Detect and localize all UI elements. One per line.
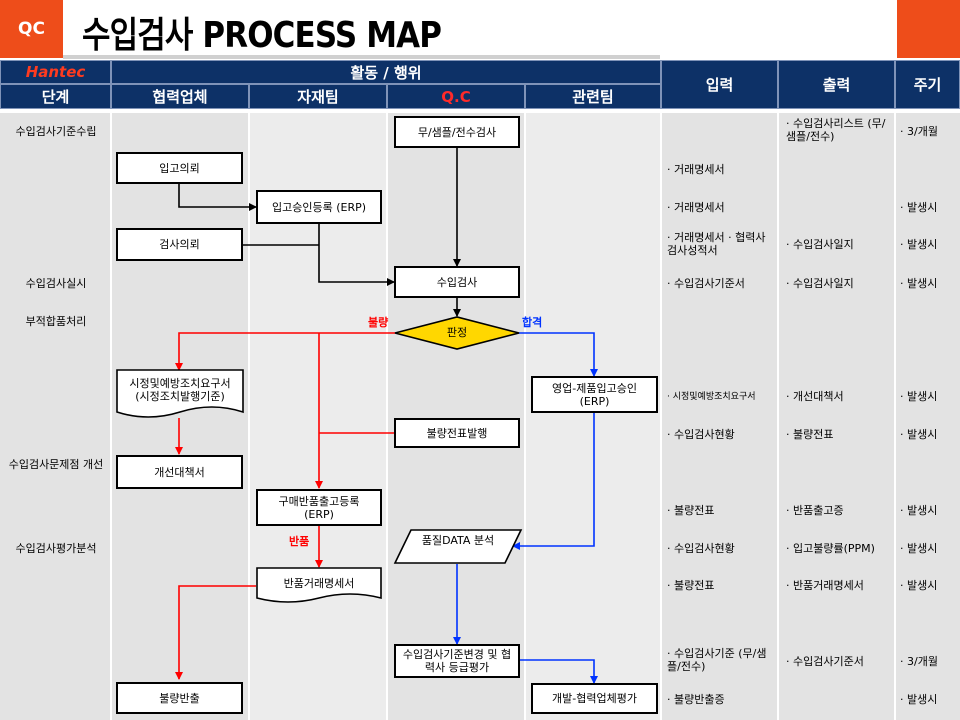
col-qc: Q.C <box>387 84 525 109</box>
receive-approval-box: 입고승인등록 (ERP) <box>256 190 382 224</box>
output-row-5: · 수입검사일지 <box>786 277 854 290</box>
input-row-8: · 불량전표 <box>667 504 715 517</box>
incoming-inspection-box: 수입검사 <box>394 266 520 298</box>
cycle-row-5: · 발생시 <box>900 277 938 290</box>
inspect-request-box: 검사의뢰 <box>116 228 243 261</box>
standard-change-box: 수입검사기준변경 및 협력사 등급평가 <box>394 644 520 678</box>
receive-request-box: 입고의뢰 <box>116 152 243 184</box>
col-output: 출력 <box>778 60 895 109</box>
input-row-11: · 수입검사기준 (무/샘플/전수) <box>667 647 767 673</box>
output-row-9: · 입고불량률(PPM) <box>786 542 875 555</box>
cycle-row-12: · 발생시 <box>900 693 938 706</box>
arrow-statement-to-defect-return <box>175 585 256 680</box>
cycle-row-7: · 발생시 <box>900 428 938 441</box>
lane-stage <box>0 113 110 720</box>
col-cycle: 주기 <box>895 60 960 109</box>
judgment-label: 판정 <box>446 326 468 339</box>
output-row-6: · 개선대책서 <box>786 390 844 403</box>
purchase-return-box: 구매반품출고등록 (ERP) <box>256 489 382 526</box>
output-row-1: · 수입검사리스트 (무/샘플/전수) <box>786 117 886 143</box>
stage-nonconforming: 부적합품처리 <box>25 315 87 328</box>
input-row-2: · 거래명세서 <box>667 163 725 176</box>
input-row-4: · 거래명세서 · 협력사검사성적서 <box>667 231 766 257</box>
quality-data-shape <box>393 529 523 564</box>
stage-standard: 수입검사기준수립 <box>15 125 97 138</box>
cycle-row-9: · 발생시 <box>900 542 938 555</box>
lane-qc <box>388 113 524 720</box>
company-logo: Hantec <box>0 60 111 84</box>
output-row-10: · 반품거래명세서 <box>786 579 864 592</box>
improvement-plan-box: 개선대책서 <box>116 455 243 489</box>
corrective-doc-shape <box>116 369 244 418</box>
defect-slip-box: 불량전표발행 <box>394 418 520 448</box>
cycle-row-6: · 발생시 <box>900 390 938 403</box>
lane-output <box>779 113 894 720</box>
input-row-5: · 수입검사기준서 <box>667 277 745 290</box>
return-statement-label: 반품거래명세서 <box>283 577 355 590</box>
arrow-pass-to-sales <box>519 332 598 377</box>
col-input: 입력 <box>661 60 778 109</box>
corrective-request-label: 시정및예방조치요구서 (시정조치발행기준) <box>129 377 231 403</box>
accent-block <box>897 0 960 58</box>
cycle-row-3: · 발생시 <box>900 201 938 214</box>
lane-input <box>662 113 777 720</box>
sample-check-box: 무/샘플/전수검사 <box>394 116 520 148</box>
activities-header: 활동 / 행위 <box>111 60 661 84</box>
cycle-row-4: · 발생시 <box>900 238 938 251</box>
stage-evaluation: 수입검사평가분석 <box>15 542 97 555</box>
arrow-standard-to-eval <box>520 659 598 684</box>
arrow-fail-to-corrective <box>175 332 395 371</box>
input-row-6: · 시정및예방조치요구서 <box>667 392 756 402</box>
input-row-10: · 불량전표 <box>667 579 715 592</box>
output-row-11: · 수입검사기준서 <box>786 655 864 668</box>
col-stage: 단계 <box>0 84 111 109</box>
arrow-approval-to-inspection <box>318 224 395 286</box>
input-row-12: · 불량반출증 <box>667 693 725 706</box>
output-row-7: · 불량전표 <box>786 428 834 441</box>
lane-cycle <box>896 113 960 720</box>
pass-label: 합격 <box>522 316 543 329</box>
cycle-row-1: · 3/개월 <box>900 125 938 138</box>
page-title: 수입검사 PROCESS MAP <box>82 15 442 56</box>
cycle-row-10: · 발생시 <box>900 579 938 592</box>
arrow-receive-to-approval <box>178 184 257 211</box>
input-row-3: · 거래명세서 <box>667 201 725 214</box>
sales-approval-box: 영업-제품입고승인 (ERP) <box>531 376 658 413</box>
output-row-4: · 수입검사일지 <box>786 238 854 251</box>
cycle-row-8: · 발생시 <box>900 504 938 517</box>
fail-label: 불량 <box>368 316 389 329</box>
return-label: 반품 <box>289 535 310 548</box>
output-row-8: · 반품출고증 <box>786 504 844 517</box>
lane-related <box>526 113 660 720</box>
title-bar <box>63 0 660 59</box>
judgment-diamond <box>394 316 520 350</box>
qc-badge: QC <box>0 0 63 58</box>
col-related: 관련팀 <box>525 84 661 109</box>
supplier-eval-box: 개발-협력업체평가 <box>531 683 658 714</box>
arrow-sales-to-data <box>512 413 595 550</box>
quality-data-label: 품질DATA 분석 <box>421 534 495 547</box>
cycle-row-11: · 3/개월 <box>900 655 938 668</box>
input-row-9: · 수입검사현황 <box>667 542 735 555</box>
qc-badge-text: QC <box>18 19 45 39</box>
stage-inspection: 수입검사실시 <box>25 277 87 290</box>
defect-return-box: 불량반출 <box>116 682 243 714</box>
stage-improvement: 수입검사문제점 개선 <box>8 458 104 471</box>
col-supplier: 협력업체 <box>111 84 249 109</box>
input-row-7: · 수입검사현황 <box>667 428 735 441</box>
col-materials: 자재팀 <box>249 84 387 109</box>
return-statement-doc-shape <box>256 567 382 603</box>
